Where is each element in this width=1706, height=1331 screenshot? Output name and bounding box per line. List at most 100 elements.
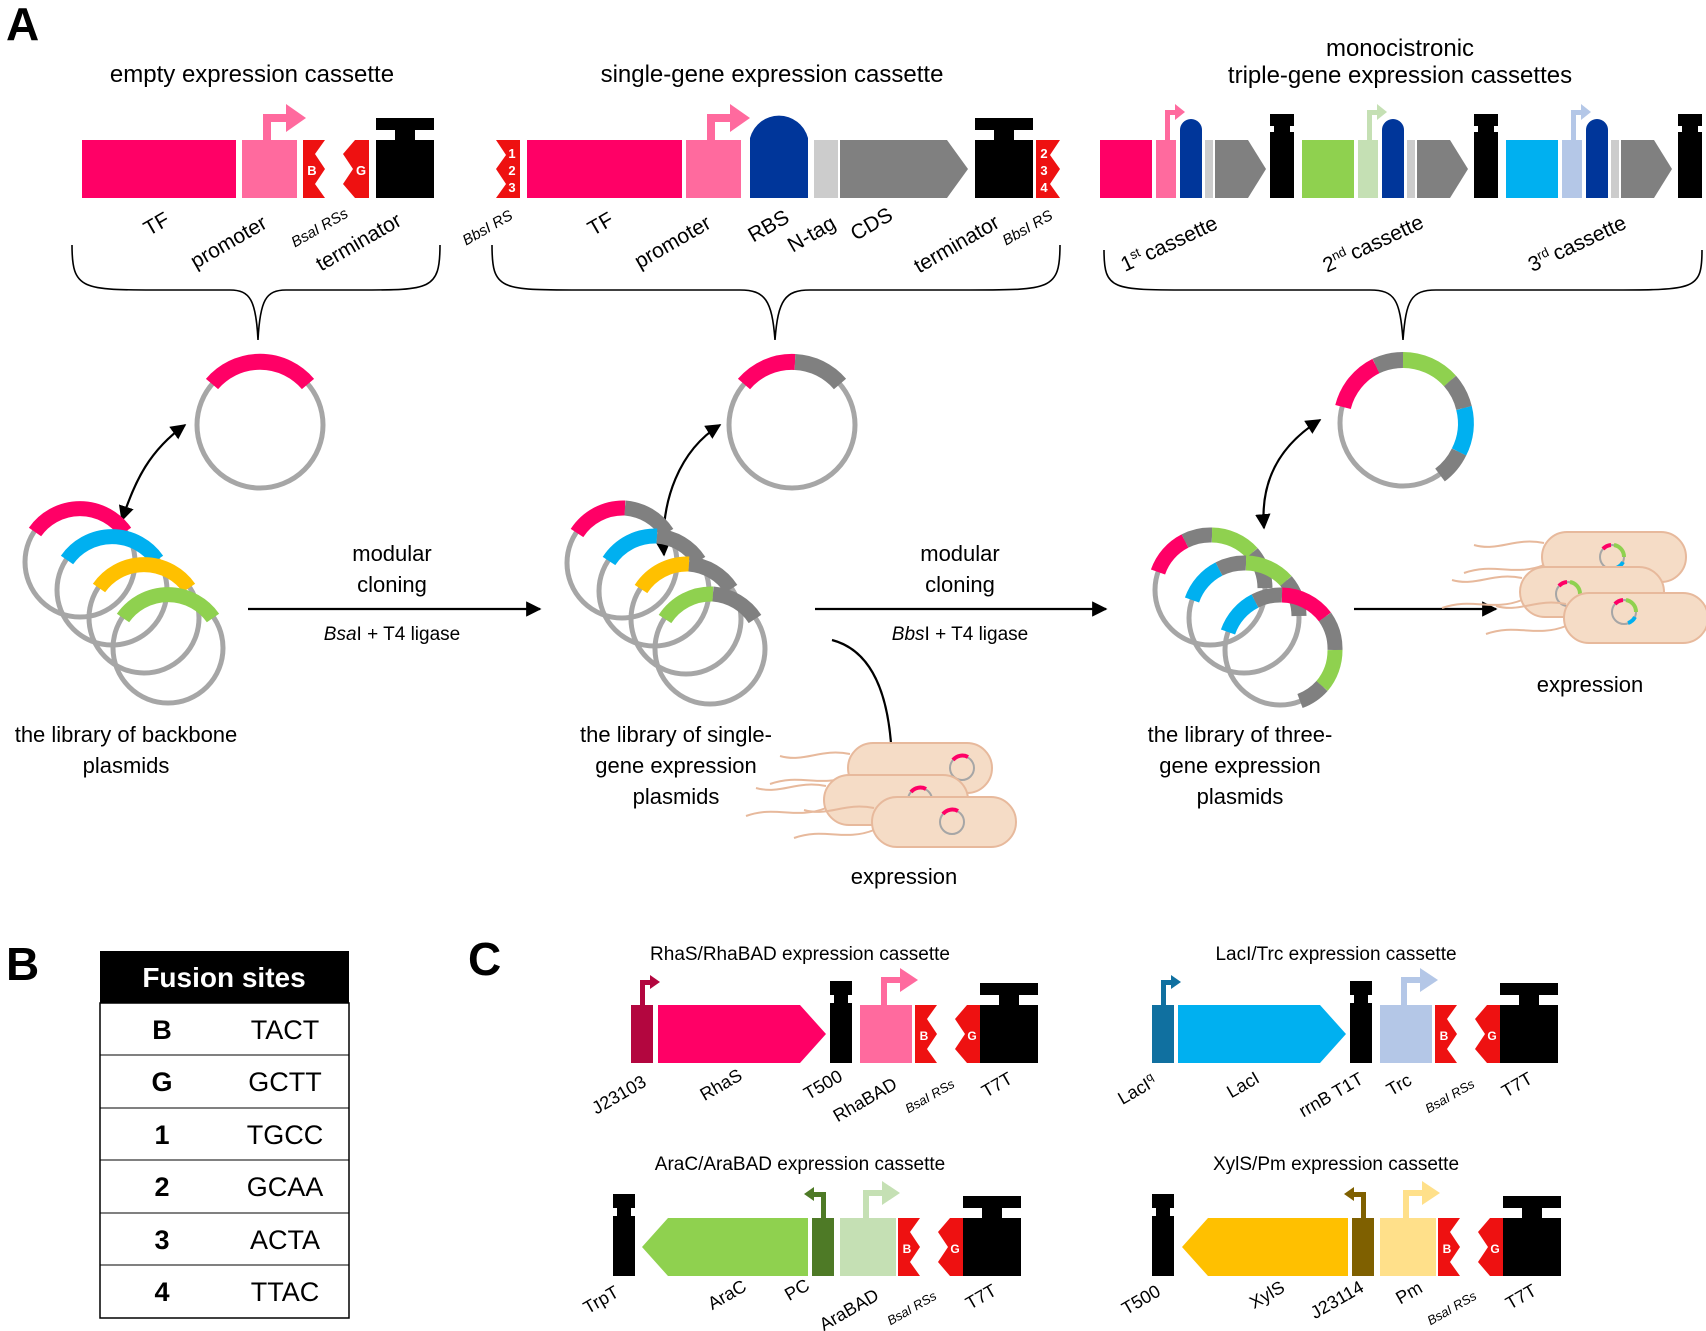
double-arrow-three xyxy=(1255,419,1322,530)
double-arrow-backbone xyxy=(118,424,187,522)
brace-single xyxy=(491,244,1061,341)
label-cds: CDS xyxy=(847,203,897,245)
site-g-letter: G xyxy=(1487,1029,1496,1043)
left-site-2: 2 xyxy=(508,163,515,178)
site-b-letter: B xyxy=(307,163,316,178)
expression-label-single: expression xyxy=(851,864,957,889)
panel-c-label: C xyxy=(468,933,501,985)
label-trpt: TrpT xyxy=(580,1282,622,1318)
single-cassette-diagram: 1 2 3 2 3 4 xyxy=(496,104,1060,198)
table-row-seq: GCAA xyxy=(247,1172,324,1202)
label-bbsi-left: BbsI RS xyxy=(460,207,516,249)
table-row-id: 4 xyxy=(154,1277,169,1307)
promoter-arrow-icon xyxy=(686,104,750,198)
label-trc: Trc xyxy=(1383,1070,1415,1100)
table-row-seq: TACT xyxy=(251,1015,320,1045)
label-promoter: promoter xyxy=(631,211,715,273)
label-bsai-rss: BsaI RSs xyxy=(903,1076,958,1116)
three-gene-library-stack xyxy=(1150,527,1343,709)
site-g-letter: G xyxy=(967,1029,976,1043)
rbs-icon xyxy=(750,115,808,198)
site-b-letter: B xyxy=(903,1242,912,1256)
right-site-3: 3 xyxy=(1040,163,1047,178)
rhas-title: RhaS/RhaBAD expression cassette xyxy=(650,944,950,965)
single-gene-plasmid-top xyxy=(726,353,858,491)
table-row-id: G xyxy=(151,1067,172,1097)
label-third-cassette: 3rdcassette xyxy=(1524,210,1630,277)
single-library-label-1: the library of single- xyxy=(580,722,772,747)
triple-cassette-title-line2: triple-gene expression cassettes xyxy=(1228,62,1572,89)
enzyme-bsai: BsaI + T4 ligase xyxy=(324,624,460,645)
left-site-3: 3 xyxy=(508,180,515,195)
single-library-label-2: gene expression xyxy=(595,753,756,778)
bacteria-three-gene xyxy=(1441,531,1706,644)
single-cassette-title: single-gene expression cassette xyxy=(601,61,944,88)
label-xyls: XylS xyxy=(1246,1277,1288,1313)
terminator-icon xyxy=(975,118,1033,198)
promoter-arrow-icon xyxy=(242,104,306,198)
brace-triple xyxy=(1103,249,1703,341)
laci-cassette: B G xyxy=(1152,968,1558,1063)
bacteria-single-gene xyxy=(745,742,1017,848)
cds-arrow xyxy=(840,140,968,198)
fusion-sites-table: Fusion sites B TACT G GCTT 1 TGCC 2 GCAA… xyxy=(99,951,350,1319)
table-row-id: B xyxy=(152,1015,172,1045)
table-header: Fusion sites xyxy=(142,962,305,993)
cloning-1-line2: cloning xyxy=(357,572,427,597)
backbone-library-label-2: plasmids xyxy=(83,753,170,778)
table-row-seq: TTAC xyxy=(251,1277,320,1307)
empty-cassette-diagram: B G xyxy=(82,104,434,198)
label-ntag: N-tag xyxy=(784,212,840,258)
empty-cassette-title: empty expression cassette xyxy=(110,61,394,88)
backbone-library-label-1: the library of backbone xyxy=(15,722,238,747)
label-t7t: T7T xyxy=(1502,1280,1540,1313)
tf-block xyxy=(82,140,236,198)
table-row-id: 1 xyxy=(154,1120,169,1150)
table-row-id: 3 xyxy=(154,1225,169,1255)
label-pm: Pm xyxy=(1392,1277,1425,1308)
label-rhas: RhaS xyxy=(697,1065,746,1105)
site-b-letter: B xyxy=(920,1029,929,1043)
single-gene-library-stack xyxy=(564,500,768,707)
label-arabad: AraBAD xyxy=(816,1285,882,1331)
site-g-letter: G xyxy=(1490,1242,1499,1256)
tf-block xyxy=(527,140,682,198)
label-j23114: J23114 xyxy=(1307,1277,1367,1323)
label-pc: PC xyxy=(781,1275,813,1305)
rhas-cassette: B G xyxy=(631,968,1038,1063)
label-t7t: T7T xyxy=(962,1280,1000,1313)
site-g-letter: G xyxy=(950,1242,959,1256)
backbone-library-stack xyxy=(22,501,226,706)
label-tf: TF xyxy=(140,208,174,241)
xyls-cassette: B G xyxy=(1152,1181,1561,1276)
backbone-plasmid-top xyxy=(194,353,326,491)
terminator-icon xyxy=(376,118,434,198)
cloning-2-line2: cloning xyxy=(925,572,995,597)
three-library-label-3: plasmids xyxy=(1197,784,1284,809)
label-t500: T500 xyxy=(1118,1281,1164,1319)
brace-empty xyxy=(71,244,441,341)
single-library-label-3: plasmids xyxy=(633,784,720,809)
label-first-cassette: 1stcassette xyxy=(1116,210,1221,277)
arac-title: AraC/AraBAD expression cassette xyxy=(655,1154,945,1175)
cloning-1-line1: modular xyxy=(352,541,431,566)
arrow-single-expression xyxy=(831,638,900,764)
table-row-seq: TGCC xyxy=(247,1120,324,1150)
right-site-2: 2 xyxy=(1040,146,1047,161)
cloning-2-line1: modular xyxy=(920,541,999,566)
xyls-title: XylS/Pm expression cassette xyxy=(1213,1154,1459,1175)
label-arac: AraC xyxy=(704,1276,750,1314)
label-bsai-rss: BsaI RSs xyxy=(1425,1288,1480,1328)
label-j23103: J23103 xyxy=(588,1071,649,1118)
laci-title: LacI/Trc expression cassette xyxy=(1215,944,1456,965)
table-row-seq: ACTA xyxy=(250,1225,320,1255)
label-t7t: T7T xyxy=(978,1068,1016,1101)
triple-cassette-diagram xyxy=(1100,104,1702,198)
site-b-letter: B xyxy=(1443,1242,1452,1256)
label-second-cassette: 2ndcassette xyxy=(1318,209,1427,277)
left-site-1: 1 xyxy=(508,146,515,161)
label-bsai-rss: BsaI RSs xyxy=(885,1288,940,1328)
site-b-letter: B xyxy=(1440,1029,1449,1043)
panel-b-label: B xyxy=(6,938,39,990)
